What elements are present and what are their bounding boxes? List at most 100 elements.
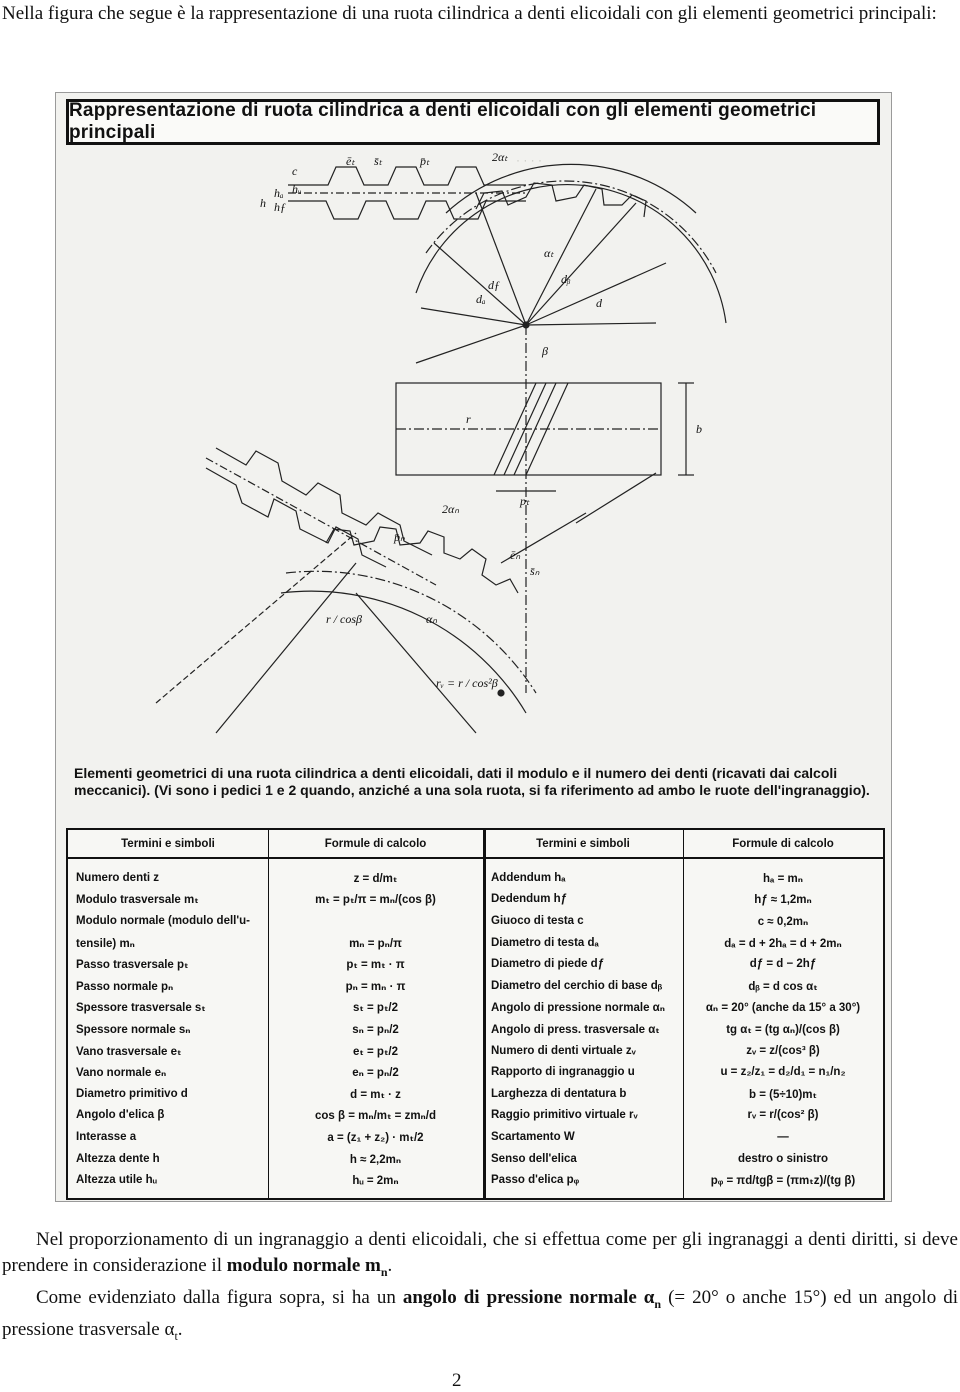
virtual-pitch-circle [285, 570, 537, 694]
label-beta: β [541, 344, 548, 358]
left-terms-column: Termini e simboli Numero denti z Modulo t… [68, 830, 268, 1198]
table-formula-cell: destro o sinistro [737, 1152, 829, 1165]
table-term-cell: Spessore normale sₙ [76, 1023, 191, 1036]
table-term-cell: Dedendum hƒ [491, 893, 568, 906]
table-term-cell: Diametro primitivo d [76, 1087, 188, 1100]
table-formula-cell: zᵥ = z/(cos³ β) [746, 1044, 820, 1057]
column-header: Formule di calcolo [268, 830, 483, 859]
label-e-t: ēₜ [346, 154, 355, 168]
transverse-rack-root [288, 200, 526, 220]
label-alpha-t: αₜ [544, 246, 554, 260]
paragraph-angolo: Come evidenziato dalla figura sopra, si … [2, 1285, 958, 1349]
label-p-n: p̄ₙ [393, 530, 405, 544]
table-term-cell: Larghezza di dentatura b [491, 1087, 627, 1100]
table-formula-cell: pₜ = mₜ · π [346, 959, 405, 972]
root-circle-arc [415, 183, 727, 324]
label-b: b [696, 422, 702, 436]
label-p-t: p̄ₜ [419, 154, 430, 168]
table-formula-cell: h ≈ 2,2mₙ [349, 1153, 402, 1166]
table-formula-cell: d = mₜ · z [350, 1088, 401, 1101]
label-s-n: s̄ₙ [530, 564, 540, 578]
tip-circle-arc [445, 163, 697, 214]
table-formula-cell: mₜ = pₜ/π = mₙ/(cos β) [315, 894, 436, 907]
table-term-cell: Passo normale pₙ [76, 980, 174, 993]
paragraph-modulo: Nel proporzionamento di un ingranaggio a… [2, 1227, 958, 1285]
transverse-rack-profile [288, 166, 526, 186]
plate-title: Rappresentazione di ruota cilindrica a d… [69, 100, 817, 143]
plate-caption: Elementi geometrici di una ruota cilindr… [74, 765, 870, 798]
intro-paragraph: Nella figura che segue è la rappresentaz… [2, 3, 937, 24]
table-term-cell: Diametro del cerchio di base dᵦ [491, 979, 663, 992]
table-formula-cell: eₙ = pₙ/2 [352, 1067, 399, 1080]
figure-plate: · · · · [55, 92, 892, 1202]
label-d: d [596, 296, 603, 310]
table-formula-cell: c ≈ 0,2mₙ [757, 915, 809, 928]
table-term-cell: tensile) mₙ [76, 937, 135, 950]
bleed-through-text: · · · · [516, 153, 542, 167]
table-divider-center [483, 830, 486, 1198]
table-term-cell: Interasse a [76, 1130, 137, 1143]
table-formula-cell: pᵩ = πd/tgβ = (πmₜz)/(tg β) [710, 1175, 856, 1188]
table-term-cell: Altezza utile hᵤ [76, 1174, 157, 1187]
column-header: Termini e simboli [483, 830, 683, 859]
label-h-a: hₐ [274, 186, 284, 200]
table-term-cell: Scartamento W [491, 1130, 575, 1143]
table-formula-cell: pₙ = mₙ · π [345, 980, 406, 993]
label-p-t-lower: pₜ [519, 494, 530, 508]
bold-term: angolo di pressione normale αn [402, 1286, 662, 1311]
table-term-cell: Modulo normale (modulo dell'u- [76, 914, 250, 927]
gear-diagram: ēₜ s̄ₜ p̄ₜ 2αₜ c hᵤ hₐ h hƒ αₜ dᵦ dₐ dƒ … [155, 150, 727, 734]
table-term-cell: Giuoco di testa c [491, 914, 584, 927]
table-formula-cell: mₙ = pₙ/π [349, 937, 402, 950]
table-term-cell: Passo trasversale pₜ [76, 959, 189, 972]
table-term-cell: Numero denti z [76, 871, 160, 884]
subscript: t [174, 1328, 178, 1343]
label-2-alpha-t: 2αₜ [492, 150, 508, 164]
paragraph-end: . [387, 1255, 393, 1276]
label-r-cos-beta: r / cosβ [326, 612, 362, 626]
table-formula-cell: hₐ = mₙ [763, 872, 803, 885]
label-r-v: rᵥ = r / cos²β [436, 676, 498, 690]
formula-table: Termini e simboli Numero denti z Modulo t… [66, 828, 885, 1200]
label-d-b: dᵦ [561, 272, 571, 286]
page-number: 2 [452, 1370, 462, 1391]
gear-teeth-upper [475, 182, 647, 218]
paragraph-text: Nel proporzionamento di un ingranaggio a… [2, 1229, 958, 1276]
bold-term: modulo normale mn [227, 1255, 388, 1279]
subscript: n [654, 1296, 662, 1311]
table-formula-cell: dᵦ = d cos αₜ [748, 980, 818, 993]
pitch-circle-arc [425, 180, 717, 274]
table-formula-cell: rᵥ = r/(cos² β) [747, 1109, 819, 1122]
table-formula-cell: u = z₂/z₁ = d₂/d₁ = n₁/n₂ [720, 1066, 846, 1079]
table-term-cell: Rapporto di ingranaggio u [491, 1066, 635, 1079]
table-term-cell: Senso dell'elica [491, 1152, 577, 1165]
table-formula-cell: dƒ = d − 2hƒ [749, 958, 817, 971]
table-formula-cell: dₐ = d + 2hₐ = d + 2mₙ [724, 937, 842, 950]
table-formula-cell: eₜ = pₜ/2 [352, 1045, 399, 1058]
table-formula-cell: b = (5÷10)mₜ [749, 1088, 817, 1101]
table-term-cell: Raggio primitivo virtuale rᵥ [491, 1109, 638, 1122]
table-term-cell: Modulo trasversale mₜ [76, 894, 199, 907]
table-divider [683, 830, 684, 1198]
label-e-n: ēₙ [510, 548, 520, 562]
label-c: c [292, 164, 298, 178]
table-term-cell: Vano trasversale eₜ [76, 1045, 182, 1058]
table-formula-cell: a = (z₁ + z₂) · mₜ/2 [327, 1131, 424, 1144]
table-formula-cell: hᵤ = 2mₙ [352, 1175, 399, 1188]
label-h-f: hƒ [274, 200, 286, 214]
bold-term-text: angolo di pressione normale α [402, 1286, 655, 1308]
right-terms-column: Termini e simboli Addendum hₐ Dedendum hƒ… [483, 830, 683, 1198]
table-formula-cell: hƒ ≈ 1,2mₙ [754, 894, 812, 907]
label-s-t: s̄ₜ [374, 154, 383, 168]
paragraph-text: Come evidenziato dalla figura sopra, si … [36, 1286, 396, 1308]
table-term-cell: Addendum hₐ [491, 871, 566, 884]
column-header: Formule di calcolo [683, 830, 883, 859]
body-text: Nel proporzionamento di un ingranaggio a… [2, 1227, 958, 1348]
virtual-gear-teeth [325, 526, 519, 594]
label-d-a: dₐ [476, 292, 486, 306]
label-r: r [466, 412, 471, 426]
column-header: Termini e simboli [68, 830, 268, 859]
normal-rack-profile [215, 447, 433, 556]
normal-rack-root [205, 467, 387, 568]
